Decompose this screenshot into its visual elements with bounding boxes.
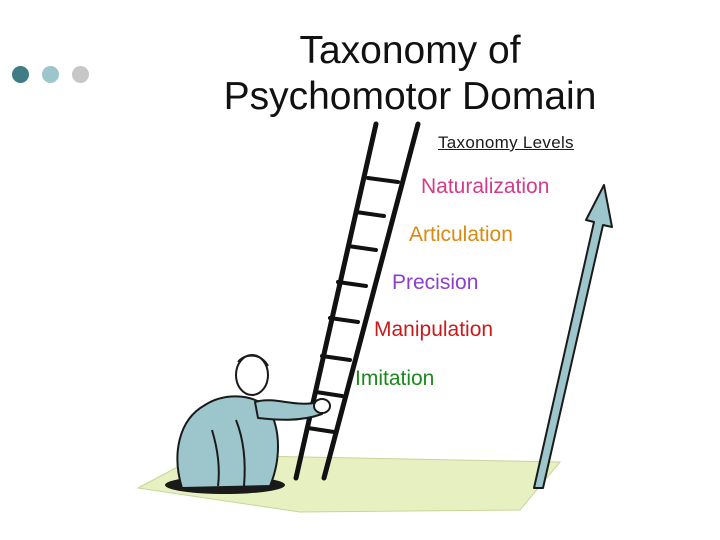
climbing-person <box>176 354 331 489</box>
progression-arrow <box>533 184 613 489</box>
level-imitation: Imitation <box>355 367 435 390</box>
slide-title-line-2: Psychomotor Domain <box>223 75 597 118</box>
decorative-dot-2 <box>42 66 59 83</box>
level-manipulation: Manipulation <box>374 318 494 341</box>
level-naturalization: Naturalization <box>421 175 550 198</box>
slide-title: Taxonomy of Psychomotor Domain <box>180 28 640 120</box>
slide-title-line-1: Taxonomy of <box>299 29 521 72</box>
decorative-dot-3 <box>72 66 89 83</box>
taxonomy-levels-header: Taxonomy Levels <box>438 133 574 152</box>
decorative-dot-1 <box>12 66 29 83</box>
level-precision: Precision <box>392 271 479 294</box>
ladder <box>293 121 421 481</box>
level-articulation: Articulation <box>409 223 513 246</box>
